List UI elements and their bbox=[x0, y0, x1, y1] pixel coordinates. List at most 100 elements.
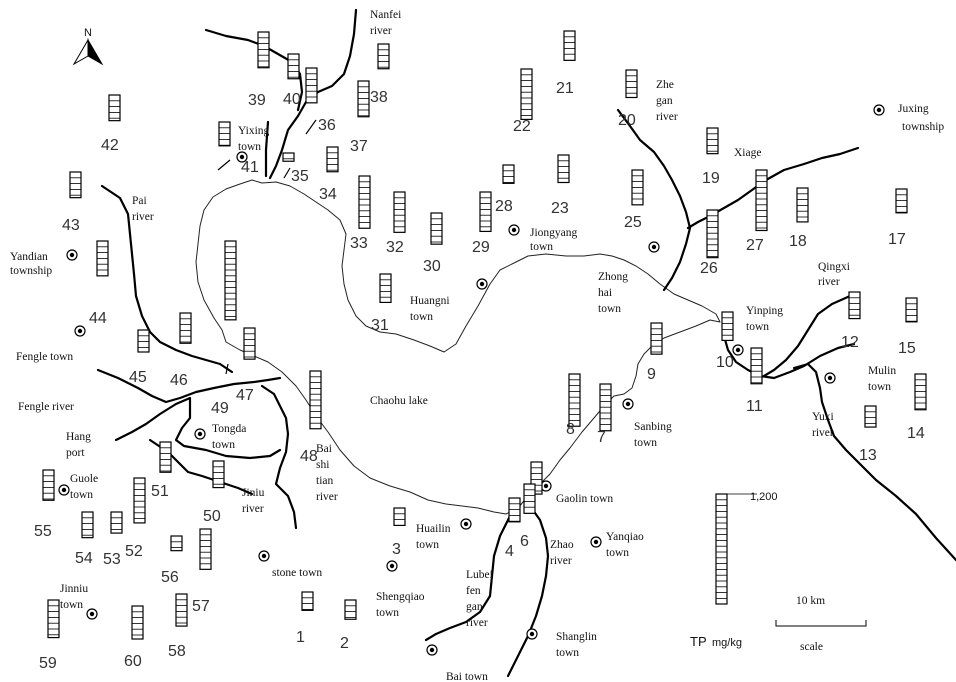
tp-bar-site-53 bbox=[110, 511, 123, 534]
north-arrow-icon: N bbox=[72, 27, 104, 66]
tp-bar-site-12 bbox=[848, 291, 861, 320]
pointer-arrow-icon bbox=[305, 119, 317, 135]
zhe-gan-river bbox=[616, 108, 692, 292]
tp-bar-site-21 bbox=[563, 30, 576, 61]
tp-bar-site-34 bbox=[326, 146, 339, 173]
tp-bar-site-48 bbox=[309, 370, 322, 430]
site-label-29: 29 bbox=[472, 239, 490, 256]
river-east-branch bbox=[722, 334, 856, 380]
tp-bar-site-8 bbox=[568, 373, 581, 427]
tp-bar-site-27 bbox=[755, 169, 768, 232]
legend-variable: TP bbox=[690, 634, 707, 649]
tp-bar-site-20 bbox=[625, 69, 638, 99]
site-label-55: 55 bbox=[34, 523, 52, 540]
site-label-51: 51 bbox=[151, 483, 169, 500]
north-label: N bbox=[84, 27, 92, 39]
site-label-35: 35 bbox=[291, 168, 309, 185]
site-label-11: 11 bbox=[746, 398, 763, 415]
pai-river bbox=[100, 184, 234, 374]
tp-bar-site-30 bbox=[430, 212, 443, 245]
site-label-43: 43 bbox=[62, 217, 80, 234]
tp-bar-site-29 bbox=[479, 191, 492, 233]
site-label-12: 12 bbox=[841, 334, 859, 351]
site-label-36: 36 bbox=[318, 117, 336, 134]
site-label-39: 39 bbox=[248, 92, 266, 109]
site-label-57: 57 bbox=[192, 598, 210, 615]
tp-bar-site-60 bbox=[131, 605, 144, 640]
tp-bar-site-25 bbox=[631, 169, 644, 206]
qingxi-river bbox=[762, 294, 852, 378]
tp-bar-site-32 bbox=[393, 191, 406, 233]
tp-bar-site-4 bbox=[508, 497, 521, 523]
tp-bar-site-14 bbox=[914, 373, 927, 411]
site-label-14: 14 bbox=[907, 425, 925, 442]
tp-bar-site-55 bbox=[42, 469, 55, 501]
label-bai-town: Bai town bbox=[446, 671, 488, 682]
site-label-53: 53 bbox=[103, 551, 121, 568]
tp-bar-site-2 bbox=[344, 599, 357, 620]
tp-bar-site-51 bbox=[159, 441, 172, 473]
yuxi-river bbox=[792, 362, 956, 562]
jiniu-river bbox=[260, 384, 298, 530]
tp-bar-site-42 bbox=[108, 94, 121, 122]
site-label-49: 49 bbox=[211, 400, 229, 417]
site-label-1: 1 bbox=[296, 629, 305, 646]
tp-bar-site-52 bbox=[133, 477, 146, 524]
label-gaolin-town: Gaolin town bbox=[556, 493, 613, 505]
tp-bar-site-6 bbox=[523, 483, 536, 514]
label-chaohu-lake: Chaohu lake bbox=[370, 395, 428, 407]
lake-shoreline bbox=[195, 179, 721, 515]
tp-bar-site-41 bbox=[218, 121, 231, 147]
tp-bar-site-36 bbox=[305, 67, 318, 104]
site-label-38: 38 bbox=[370, 89, 388, 106]
scale-label: scale bbox=[800, 641, 823, 653]
tp-bar-site-47 bbox=[243, 327, 256, 360]
scale-distance: 10 km bbox=[796, 595, 825, 607]
site-label-13: 13 bbox=[859, 447, 877, 464]
site-label-41: 41 bbox=[241, 159, 259, 176]
site-label-15: 15 bbox=[898, 340, 916, 357]
site-label-56: 56 bbox=[161, 569, 179, 586]
site-label-50: 50 bbox=[203, 508, 221, 525]
label-fengle-town: Fengle town bbox=[16, 351, 73, 363]
tp-bar-site-44 bbox=[96, 240, 109, 277]
site-label-54: 54 bbox=[75, 550, 93, 567]
site-label-48: 48 bbox=[300, 448, 318, 465]
site-label-30: 30 bbox=[423, 258, 441, 275]
tp-bar-site-31 bbox=[379, 273, 392, 304]
tp-bar-site-57 bbox=[199, 528, 212, 570]
tp-bar-site-1 bbox=[301, 591, 314, 611]
site-label-52: 52 bbox=[125, 543, 143, 560]
site-label-17: 17 bbox=[888, 231, 906, 248]
tp-bar-site-22 bbox=[520, 68, 533, 121]
site-label-59: 59 bbox=[39, 655, 57, 672]
site-label-21: 21 bbox=[556, 80, 574, 97]
site-label-3: 3 bbox=[392, 541, 401, 558]
site-label-34: 34 bbox=[319, 186, 337, 203]
tp-bar-site-7 bbox=[599, 383, 612, 432]
tp-bar-site-28 bbox=[502, 164, 515, 184]
site-label-19: 19 bbox=[702, 170, 720, 187]
tp-bar-site-18 bbox=[796, 187, 809, 223]
pointer-arrow-icon bbox=[225, 363, 229, 375]
pointer-arrow-icon bbox=[217, 159, 231, 171]
river-hang-branch bbox=[114, 396, 282, 460]
tp-bar-site-26 bbox=[706, 209, 719, 259]
